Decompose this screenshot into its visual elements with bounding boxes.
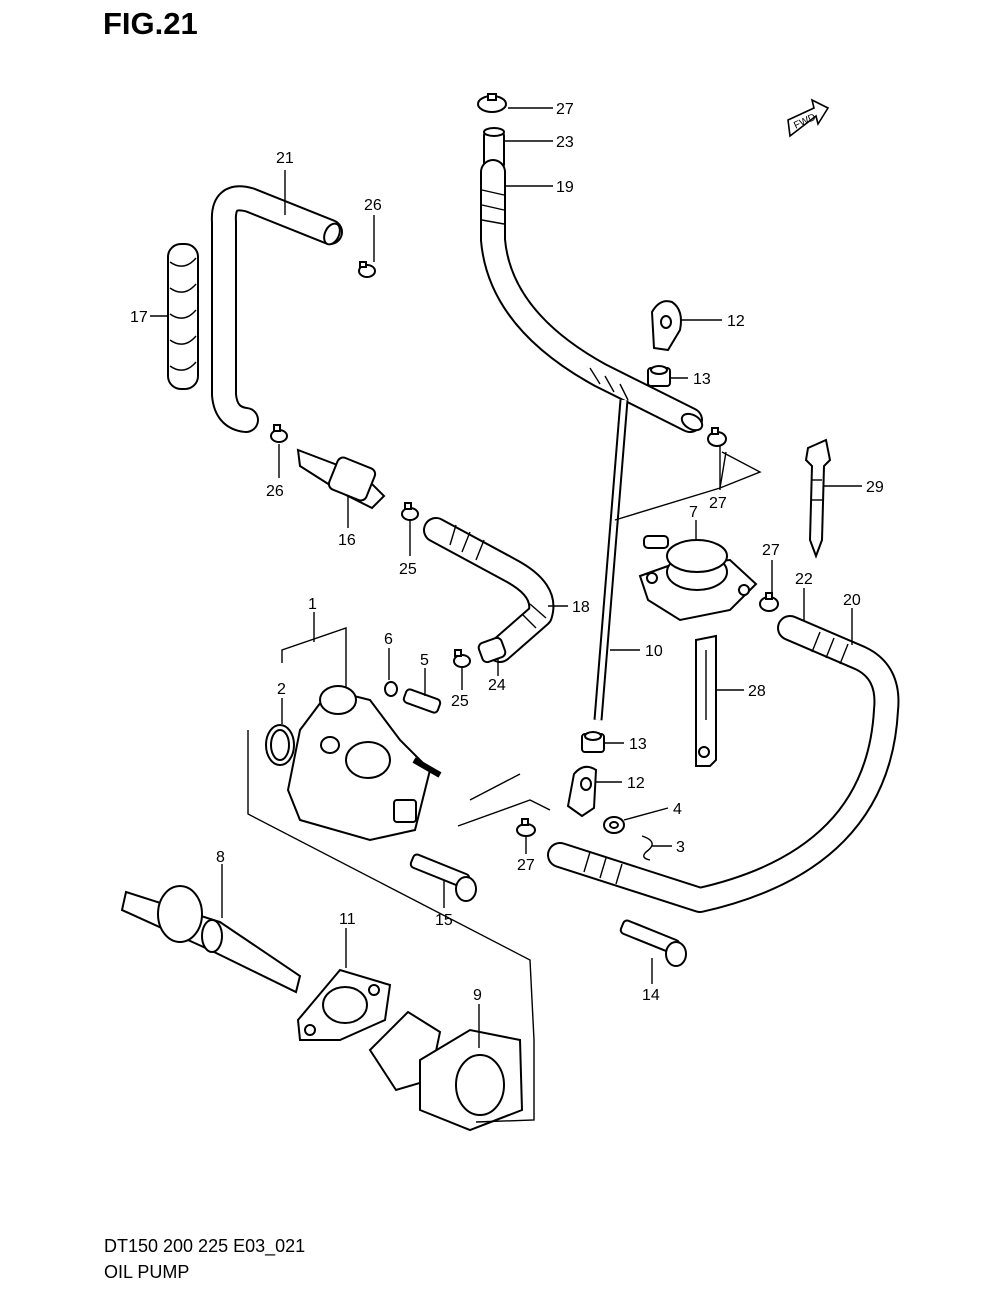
part-4-washer <box>603 816 625 834</box>
part-24-joint <box>477 636 507 664</box>
callout-21: 21 <box>276 150 294 167</box>
callout-26: 26 <box>266 483 284 500</box>
part-1-oil-pump <box>286 685 442 842</box>
callout-8: 8 <box>216 849 225 866</box>
callout-24: 24 <box>488 677 506 694</box>
clamp-26-lower <box>270 424 288 443</box>
part-11-gasket <box>296 968 392 1041</box>
part-6-washer <box>384 681 398 697</box>
callout-23: 23 <box>556 134 574 151</box>
callout-27: 27 <box>709 495 727 512</box>
part-15-bolt <box>409 853 477 902</box>
callout-3: 3 <box>676 839 685 856</box>
callout-5: 5 <box>420 652 429 669</box>
part-12-guide-upper <box>650 300 682 352</box>
part-18-hose <box>423 517 555 663</box>
fwd-label: FWD <box>792 112 817 132</box>
callout-27: 27 <box>762 542 780 559</box>
part-13-nut-lower <box>581 731 605 753</box>
callout-20: 20 <box>843 592 861 609</box>
callout-22: 22 <box>795 571 813 588</box>
part-19-hose <box>480 159 704 433</box>
part-7-pump <box>638 535 758 622</box>
part-17-protector <box>167 243 199 390</box>
part-29-tie <box>804 438 832 559</box>
callout-25: 25 <box>399 561 417 578</box>
figure-title: FIG.21 <box>103 6 198 41</box>
part-16-filter <box>296 448 386 510</box>
callout-labels: 27 23 19 21 26 17 12 13 26 27 29 16 7 25… <box>130 101 884 1004</box>
callout-7: 7 <box>689 504 698 521</box>
callout-13: 13 <box>629 736 647 753</box>
leader-lines <box>150 107 862 1048</box>
clamp-25-upper <box>401 502 419 521</box>
clamp-27-mid <box>759 592 779 612</box>
callout-4: 4 <box>673 801 682 818</box>
clamp-27-top <box>477 93 507 113</box>
callout-27: 27 <box>556 101 574 118</box>
part-20-hose <box>547 615 900 913</box>
part-12-guide-lower <box>566 765 598 818</box>
callout-28: 28 <box>748 683 766 700</box>
part-2-o-ring <box>265 724 295 766</box>
part-13-nut-upper <box>647 365 671 387</box>
callout-14: 14 <box>642 987 660 1004</box>
part-8-gear-shaft <box>120 885 302 994</box>
part-14-bolt <box>619 919 687 967</box>
callout-6: 6 <box>384 631 393 648</box>
callout-10: 10 <box>645 643 663 660</box>
callout-17: 17 <box>130 309 148 326</box>
callout-15: 15 <box>435 912 453 929</box>
part-28-bracket <box>695 634 717 767</box>
callout-9: 9 <box>473 987 482 1004</box>
clamp-27-right <box>707 427 727 447</box>
figure-name: OIL PUMP <box>104 1262 190 1282</box>
callout-19: 19 <box>556 179 574 196</box>
callout-16: 16 <box>338 532 356 549</box>
part-5-bolt <box>402 688 442 714</box>
part-3-clip <box>641 835 653 861</box>
part-9-housing <box>368 1010 524 1132</box>
callout-11: 11 <box>339 911 356 928</box>
callout-13: 13 <box>693 371 711 388</box>
callout-29: 29 <box>866 479 884 496</box>
callout-27: 27 <box>517 857 535 874</box>
clamp-27-bottom <box>516 818 536 837</box>
callout-12: 12 <box>727 313 745 330</box>
callout-18: 18 <box>572 599 590 616</box>
callout-1: 1 <box>308 596 317 613</box>
part-10-rod <box>593 399 629 721</box>
callout-26: 26 <box>364 197 382 214</box>
part-21-hose <box>210 185 343 433</box>
clamp-25-lower <box>453 649 471 668</box>
fwd-arrow-icon: FWD <box>787 98 830 138</box>
callout-2: 2 <box>277 681 286 698</box>
clamp-26-upper <box>358 261 376 278</box>
callout-12: 12 <box>627 775 645 792</box>
callout-25: 25 <box>451 693 469 710</box>
model-code: DT150 200 225 E03_021 <box>104 1236 306 1256</box>
